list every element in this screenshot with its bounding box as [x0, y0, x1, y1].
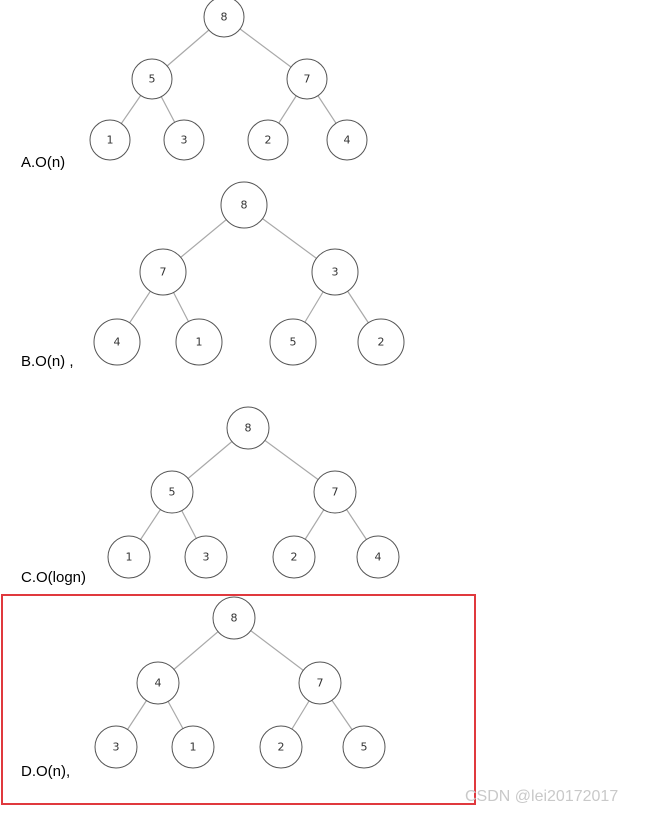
- tree-node: [171, 725, 215, 769]
- tree-node-value: 1: [196, 336, 203, 349]
- tree-node: [269, 318, 317, 366]
- tree-node-value: 3: [203, 551, 210, 564]
- tree-node: [107, 535, 151, 579]
- tree-node: [298, 661, 342, 705]
- option-a-label: A.O(n): [21, 154, 66, 171]
- tree-node: [356, 535, 400, 579]
- tree-node-value: 2: [378, 336, 385, 349]
- tree-node-value: 8: [221, 11, 228, 24]
- option-b-tree: 8 7 3 4 1 5 2: [93, 181, 405, 366]
- tree-node: [139, 248, 187, 296]
- tree-node: [326, 119, 368, 161]
- option-a-tree: 8 5 7 1 3 2 4: [89, 0, 368, 161]
- tree-node: [136, 661, 180, 705]
- tree-node-value: 7: [304, 73, 311, 86]
- tree-node: [212, 596, 256, 640]
- tree-node-value: 7: [332, 486, 339, 499]
- tree-node: [286, 58, 328, 100]
- tree-node-value: 1: [190, 741, 197, 754]
- option-c-label: C.O(logn): [21, 569, 87, 586]
- tree-node: [93, 318, 141, 366]
- tree-node: [203, 0, 245, 38]
- tree-node-value: 8: [245, 422, 252, 435]
- tree-node: [89, 119, 131, 161]
- tree-node-value: 5: [290, 336, 297, 349]
- tree-node: [150, 470, 194, 514]
- option-c-tree: 8 5 7 1 3 2 4: [107, 406, 400, 579]
- tree-node: [175, 318, 223, 366]
- tree-node: [220, 181, 268, 229]
- tree-node-value: 1: [126, 551, 133, 564]
- tree-node: [226, 406, 270, 450]
- tree-node-value: 7: [317, 677, 324, 690]
- tree-node-value: 8: [241, 199, 248, 212]
- option-d-tree: 8 4 7 3 1 2 5: [94, 596, 386, 769]
- tree-node-value: 7: [160, 266, 167, 279]
- tree-node: [342, 725, 386, 769]
- tree-node-value: 5: [169, 486, 176, 499]
- tree-node-value: 4: [155, 677, 162, 690]
- tree-node: [163, 119, 205, 161]
- tree-node-value: 4: [344, 134, 351, 147]
- tree-node-value: 2: [278, 741, 285, 754]
- tree-node-value: 5: [149, 73, 156, 86]
- tree-node: [313, 470, 357, 514]
- tree-node-value: 2: [265, 134, 272, 147]
- tree-node-value: 4: [114, 336, 121, 349]
- option-d-label: D.O(n),: [21, 763, 71, 780]
- tree-node: [357, 318, 405, 366]
- tree-node: [247, 119, 289, 161]
- tree-node: [259, 725, 303, 769]
- watermark: CSDN @lei20172017: [465, 788, 619, 805]
- tree-node-value: 8: [231, 612, 238, 625]
- tree-node: [131, 58, 173, 100]
- tree-node-value: 3: [332, 266, 339, 279]
- tree-node: [184, 535, 228, 579]
- tree-node: [272, 535, 316, 579]
- tree-node-value: 2: [291, 551, 298, 564]
- tree-node: [94, 725, 138, 769]
- tree-node-value: 3: [113, 741, 120, 754]
- tree-node-value: 3: [181, 134, 188, 147]
- selected-answer-box: [1, 594, 476, 805]
- tree-node-value: 5: [361, 741, 368, 754]
- option-b-label: B.O(n) ,: [21, 353, 74, 370]
- tree-node-value: 4: [375, 551, 382, 564]
- tree-node-value: 1: [107, 134, 114, 147]
- tree-node: [311, 248, 359, 296]
